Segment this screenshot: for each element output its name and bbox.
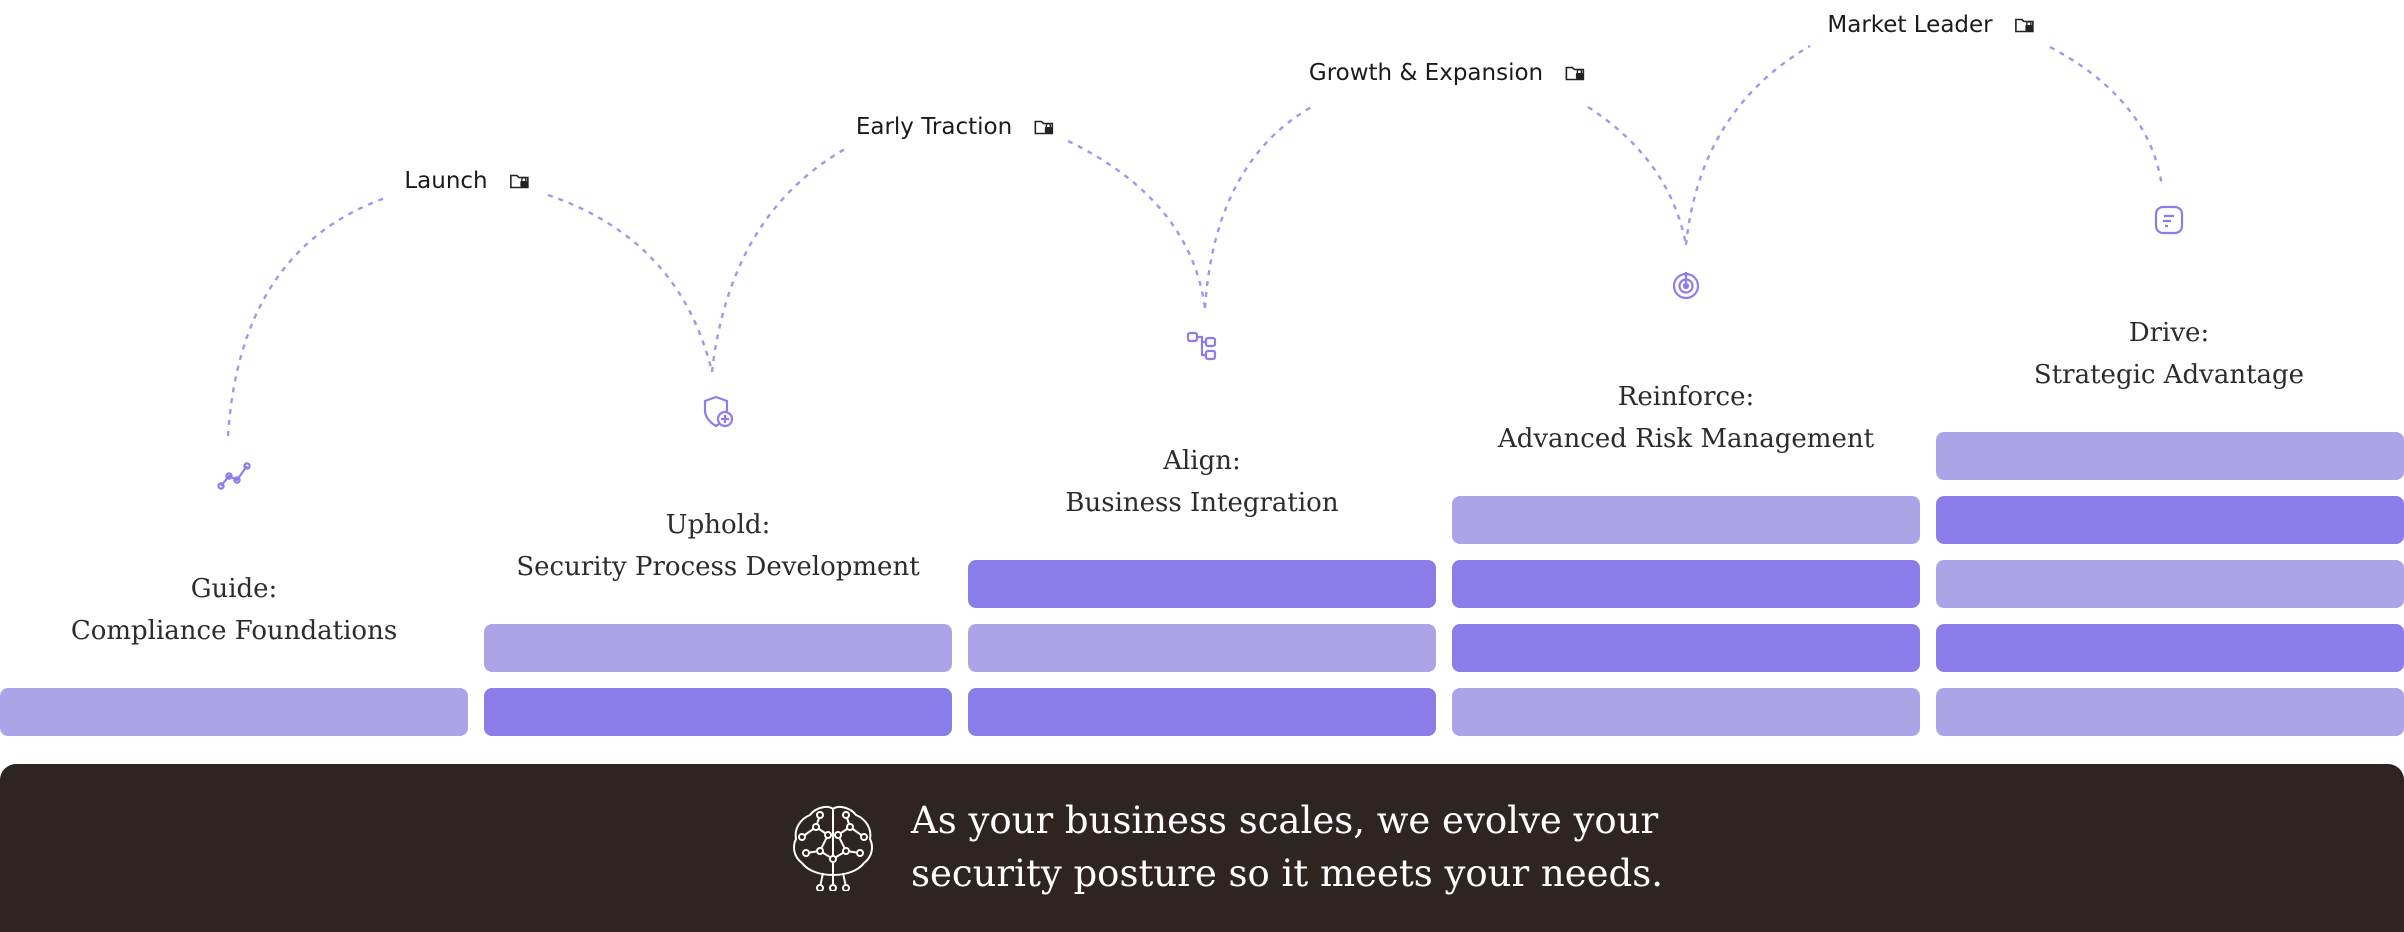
stage-label: Launch — [404, 168, 488, 194]
line-chart-icon — [217, 462, 251, 490]
stage-growth-expansion: Growth & Expansion — [1309, 60, 1585, 86]
stage-label: Early Traction — [855, 114, 1013, 140]
folder-lock-icon — [510, 174, 529, 189]
arc-guide-to-launch — [226, 196, 386, 437]
stair-block — [968, 624, 1436, 672]
brain-network-icon — [793, 806, 873, 891]
folder-lock-icon — [2015, 18, 2034, 33]
phase-verb: Reinforce: — [1617, 382, 1755, 412]
phase-verb: Uphold: — [665, 510, 771, 540]
stair-block — [968, 560, 1436, 608]
stair-block — [1936, 688, 2404, 736]
phase-subtitle: Security Process Development — [516, 552, 920, 582]
phase-align-title: Align: Business Integration — [962, 440, 1442, 524]
stair-block — [484, 624, 952, 672]
stage-launch: Launch — [404, 168, 529, 194]
phase-subtitle: Compliance Foundations — [70, 616, 398, 646]
workflow-icon — [1186, 331, 1217, 361]
stair-block — [1452, 624, 1920, 672]
banner-line-2: security posture so it meets your needs. — [911, 852, 1663, 895]
phase-subtitle: Advanced Risk Management — [1497, 424, 1875, 454]
stair-block — [1452, 560, 1920, 608]
arc-connectors — [226, 44, 2164, 437]
stair-block — [1452, 688, 1920, 736]
stair-block — [1936, 560, 2404, 608]
phase-uphold-title: Uphold: Security Process Development — [478, 504, 958, 588]
stair-block — [1936, 496, 2404, 544]
arc-uphold-to-traction — [710, 147, 846, 373]
arc-reinforce-to-leader — [1684, 44, 1811, 246]
stage-early-traction: Early Traction — [856, 114, 1054, 140]
phase-subtitle: Business Integration — [1065, 488, 1339, 518]
phase-guide-title: Guide: Compliance Foundations — [0, 568, 474, 652]
banner-line-1: As your business scales, we evolve your — [911, 799, 1659, 842]
arc-launch-to-uphold — [547, 193, 714, 373]
arc-leader-to-drive — [2049, 45, 2164, 188]
phase-verb: Drive: — [2128, 318, 2210, 348]
stage-label: Market Leader — [1827, 12, 1993, 38]
arc-traction-to-align — [1067, 139, 1207, 309]
target-icon — [1672, 272, 1700, 300]
stair-block — [1452, 496, 1920, 544]
phase-reinforce-title: Reinforce: Advanced Risk Management — [1446, 376, 1926, 460]
arc-growth-to-reinforce — [1587, 105, 1688, 246]
folder-lock-icon — [1034, 120, 1054, 135]
shield-plus-icon — [703, 395, 734, 428]
stair-block — [968, 688, 1436, 736]
stair-block — [0, 688, 468, 736]
arc-align-to-growth — [1203, 103, 1316, 309]
banner-message: As your business scales, we evolve your … — [911, 794, 1663, 900]
stair-block — [484, 688, 952, 736]
folder-lock-icon — [1565, 66, 1585, 81]
phase-verb: Align: — [1163, 446, 1241, 476]
document-icon — [2154, 205, 2184, 235]
stage-market-leader: Market Leader — [1827, 12, 2034, 38]
phase-drive-title: Drive: Strategic Advantage — [1929, 312, 2404, 396]
stair-block — [1936, 624, 2404, 672]
stage-label: Growth & Expansion — [1308, 60, 1544, 86]
phase-subtitle: Strategic Advantage — [2033, 360, 2305, 390]
phase-verb: Guide: — [190, 574, 278, 604]
footer-banner — [0, 764, 2404, 932]
stair-block — [1936, 432, 2404, 480]
